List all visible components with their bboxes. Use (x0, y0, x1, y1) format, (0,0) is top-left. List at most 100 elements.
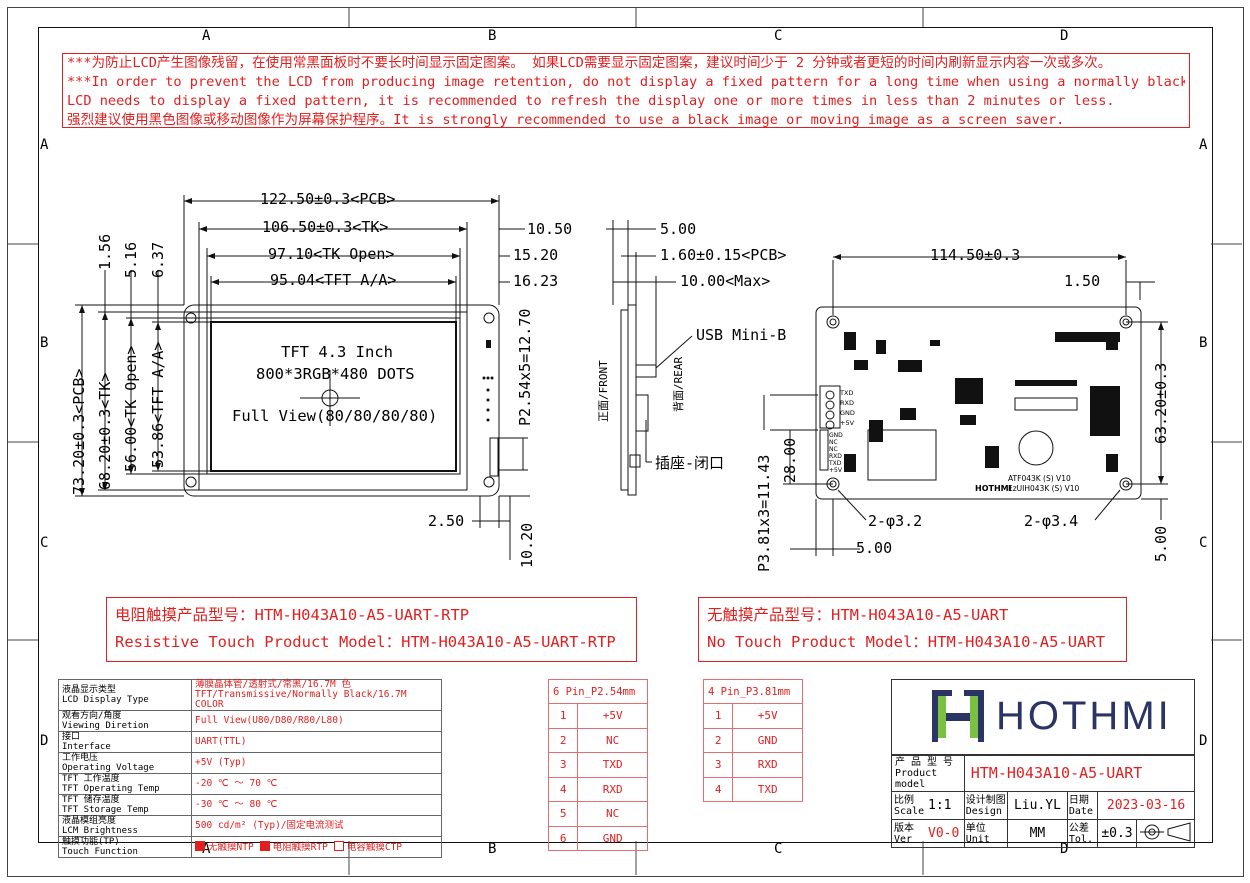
rear-pin6-label: GND (829, 432, 843, 439)
title-version: V0-0 (928, 826, 960, 841)
pin4-header: 4 Pin_P3.81mm (703, 679, 803, 704)
rear-pin4-label: RXD (840, 399, 854, 407)
scale-label-cn: 比例 (894, 794, 914, 806)
row-mark-d: D (40, 733, 49, 749)
rear-pin6-label: RXD (829, 453, 842, 460)
spec-value-line-1: 500 cd/m² (Typ)/固定电流测试 (195, 820, 344, 831)
rear-hole-right: 2-φ3.4 (1024, 512, 1079, 530)
spec-label-cn: TFT 储存温度 (62, 795, 120, 805)
spec-label-cn: 液晶显示类型 (62, 685, 117, 695)
title-scale: 1:1 (928, 798, 952, 813)
dim-tft-aa-width: 95.04<TFT A/A> (270, 271, 397, 289)
col-mark-b: B (488, 28, 497, 44)
pin-signal: RXD (577, 776, 648, 802)
rear-pin4-label: GND (840, 409, 855, 417)
title-date: 2023-03-16 (1097, 791, 1195, 820)
pin-number: 4 (547, 776, 579, 802)
title-model: HTM-H043A10-A5-UART (963, 755, 1196, 792)
projection-symbol-cell (1135, 819, 1196, 848)
notouch-model-box: 无触摸产品型号：HTM-H043A10-A5-UART No Touch Pro… (698, 597, 1127, 662)
pin-number: 3 (547, 752, 579, 778)
rear-pin6-labels: GND NC NC RXD TXD +5V (829, 432, 843, 474)
tol-label-en: Tol. (1068, 833, 1093, 845)
checkbox-icon (333, 841, 344, 851)
dim-bottom: 2.50 (428, 512, 465, 530)
pin-number: 2 (547, 727, 579, 753)
side-dim-max: 10.00<Max> (680, 272, 771, 290)
pin-number: 3 (702, 752, 734, 778)
spec-label-cn: 液晶模组亮度 (62, 816, 117, 826)
resistive-model-cn: 电阻触摸产品型号：HTM-H043A10-A5-UART-RTP (115, 606, 470, 624)
row-mark-c-right: C (1199, 535, 1208, 551)
spec-value: -20 ℃ ～ 70 ℃ (191, 773, 442, 795)
pin-signal: +5V (577, 703, 648, 729)
brand-name: HOTHMI (996, 694, 1172, 738)
pin-signal: RXD (732, 752, 803, 778)
title-unit: MM (1006, 819, 1068, 848)
ver-label-cn: 版本 (894, 822, 914, 834)
notouch-model-cn: 无触摸产品型号：HTM-H043A10-A5-UART (707, 606, 1009, 624)
spec-value-line-1: +5V (Typ) (195, 757, 247, 768)
rear-pcb-logo: HOTHMI (975, 484, 1012, 493)
brand-logo-area: HOTHMI (891, 679, 1195, 755)
row-mark-b: B (40, 335, 49, 351)
design-label-cn: 设计制图 (965, 794, 1006, 806)
rear-hole-left: 2-φ3.2 (868, 512, 923, 530)
spec-value: 500 cd/m² (Typ)/固定电流测试 (191, 815, 442, 837)
spec-label: 触摸功能(TP)Touch Function (58, 836, 192, 858)
pin-signal: NC (577, 801, 648, 827)
touch-option-label: 电容触摸CTP (346, 842, 403, 853)
side-label-usb: USB Mini-B (696, 326, 787, 344)
spec-value-line-1: UART(TTL) (195, 736, 247, 747)
spec-value: UART(TTL) (191, 731, 442, 753)
model-label-en: Product model (895, 768, 938, 790)
date-label-en: Date (1068, 805, 1093, 817)
spec-label-en: TFT Operating Temp (62, 784, 160, 794)
side-label-socket: 插座-闭口 (655, 454, 725, 472)
pin-number: 4 (702, 776, 734, 802)
rear-pin4-label: +5V (840, 419, 855, 427)
date-label-cn: 日期 (1068, 794, 1089, 806)
pin-signal: +5V (732, 703, 803, 729)
rear-pin6-label: +5V (829, 467, 842, 474)
rear-dim-height: 63.20±0.3 (1152, 362, 1170, 444)
row-mark-a-right: A (1199, 137, 1208, 153)
unit-label-en: Unit (965, 833, 990, 845)
spec-value-line-2: TFT/Transmissive/Normally Black/16.7M CO… (195, 689, 407, 710)
rear-dim-width: 114.50±0.3 (930, 246, 1021, 264)
spec-value: -30 ℃ ～ 80 ℃ (191, 794, 442, 816)
col-mark-c-bottom: C (774, 841, 783, 857)
rear-dim-pitch: P3.81x3=11.43 (755, 454, 773, 572)
col-mark-d-bottom: D (1060, 841, 1069, 857)
title-tolerance: ±0.3 (1097, 819, 1137, 848)
pin6-header: 6 Pin_P2.54mm (548, 679, 648, 704)
rear-pin6-label: NC (829, 446, 838, 453)
design-label-en: Design (965, 805, 1002, 817)
